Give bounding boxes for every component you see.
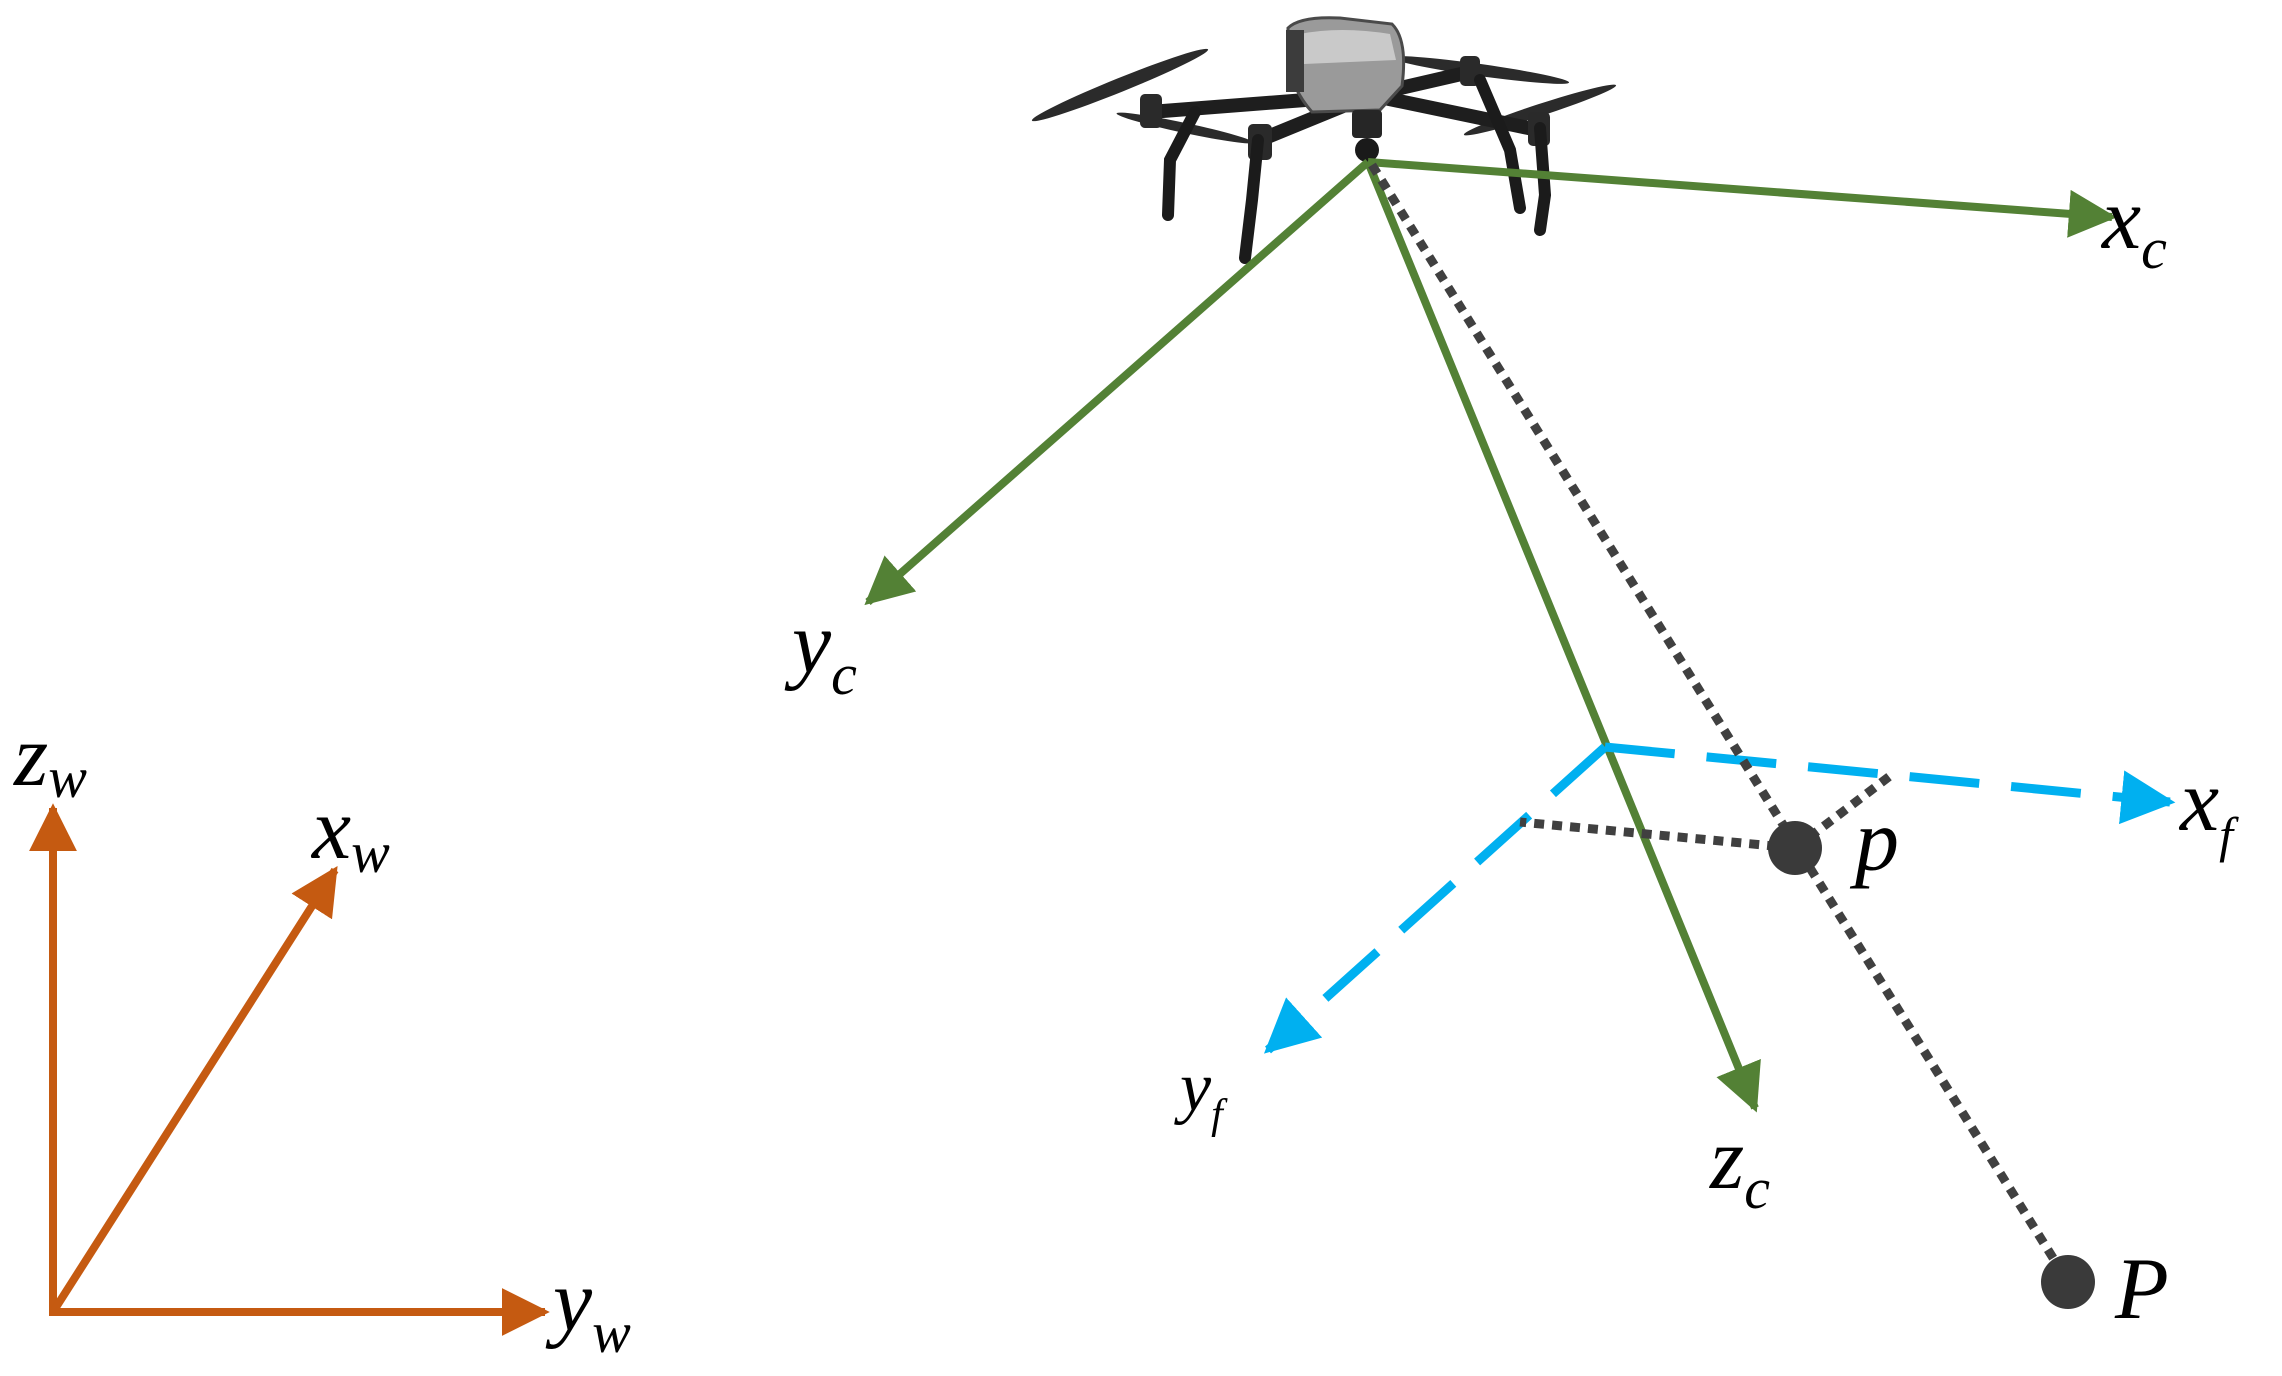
world-x-axis	[49, 865, 339, 1315]
image-point-p	[1768, 821, 1822, 875]
camera-frame: xc yc zc	[784, 158, 2167, 1221]
p-to-image-y-projection	[1519, 817, 1796, 853]
world-z-label: zw	[13, 708, 87, 810]
world-point-P	[2041, 1255, 2095, 1309]
drone-icon	[1031, 16, 1617, 264]
ray-center-to-point	[1368, 162, 2072, 1285]
image-y-label: yf	[1174, 1049, 1228, 1138]
camera-y-label: yc	[784, 595, 857, 707]
world-frame: zw xw yw	[13, 708, 631, 1365]
world-x-label: xw	[310, 781, 390, 885]
camera-y-axis	[864, 158, 1371, 606]
camera-z-axis	[1364, 160, 1761, 1113]
image-y-axis	[1263, 743, 1609, 1054]
camera-x-axis	[1367, 158, 2117, 238]
image-x-axis	[1604, 742, 2176, 825]
camera-x-label: xc	[2100, 171, 2167, 281]
image-point-p-label: p	[1849, 793, 1899, 890]
image-x-label: xf	[2178, 753, 2239, 863]
world-point-P-label: P	[2114, 1241, 2169, 1338]
image-plane-frame: xf yf	[1174, 742, 2239, 1138]
camera-z-label: zc	[1709, 1111, 1770, 1221]
world-y-label: yw	[545, 1253, 631, 1365]
